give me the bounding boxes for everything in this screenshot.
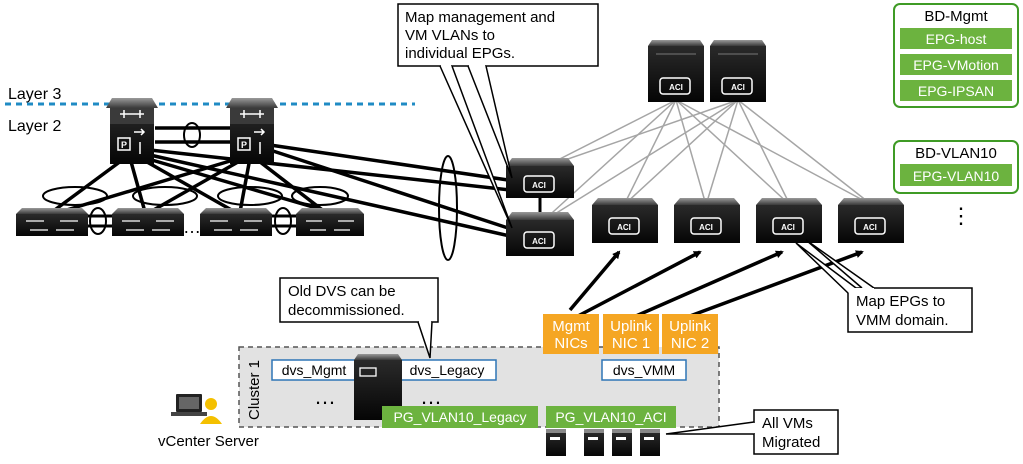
callout-map-vlans: Map management and VM VLANs to individua… xyxy=(397,3,599,229)
legacy-ellipsis: … xyxy=(183,217,201,237)
dvs-vmm-label: dvs_VMM xyxy=(613,362,675,378)
pg-vlan10-aci: PG_VLAN10_ACI xyxy=(546,406,676,428)
vcenter-label: vCenter Server xyxy=(158,433,259,450)
nic-uplink-1-line2: NIC 1 xyxy=(612,335,650,352)
cluster-dots-left: … xyxy=(314,384,336,409)
callout-map-epgs: Map EPGs to VMM domain. xyxy=(795,239,973,333)
callout-all-vms-line1: All VMs xyxy=(762,415,813,432)
vcenter-icon xyxy=(171,394,222,424)
nic-uplink-2-line2: NIC 2 xyxy=(671,335,709,352)
core-switch-1: P xyxy=(106,98,158,164)
access-switch-1 xyxy=(16,208,88,236)
callout-map-vlans-line2: VM VLANs to xyxy=(405,27,495,44)
svg-text:P: P xyxy=(121,140,127,150)
leaf-pair-links xyxy=(85,214,298,228)
spine-leaf-links xyxy=(541,99,873,223)
legacy-links xyxy=(50,126,511,238)
aci-border-leaf-1: ACI xyxy=(506,158,574,198)
nic-mgmt-line1: Mgmt xyxy=(552,318,590,335)
vm-server-1 xyxy=(546,429,566,456)
bd-mgmt-epg-ipsan: EPG-IPSAN xyxy=(918,83,994,99)
nic-uplink-1-line1: Uplink xyxy=(610,318,652,335)
callout-old-dvs: Old DVS can be decommissioned. xyxy=(279,277,439,359)
nic-uplink-1: Uplink NIC 1 xyxy=(603,314,659,354)
bd-mgmt-epg-vmotion: EPG-VMotion xyxy=(913,57,999,73)
access-switch-3 xyxy=(200,208,272,236)
nic-uplink-2-line1: Uplink xyxy=(669,318,711,335)
bd-mgmt-box: BD-Mgmt EPG-host EPG-VMotion EPG-IPSAN xyxy=(893,3,1019,108)
bd-vlan10-title: BD-VLAN10 xyxy=(915,145,997,162)
dvs-mgmt: dvs_Mgmt xyxy=(271,359,357,381)
vm-server-2 xyxy=(584,429,604,456)
aci-spine-1: ACI xyxy=(648,40,704,102)
bd-vlan10-epg-vlan10: EPG-VLAN10 xyxy=(913,168,1000,184)
dvs-legacy: dvs_Legacy xyxy=(397,359,497,381)
layer2-label: Layer 2 xyxy=(8,118,61,135)
aci-leaf-1-label: ACI xyxy=(617,223,631,232)
callout-map-vlans-line1: Map management and xyxy=(405,9,555,26)
dvs-vmm: dvs_VMM xyxy=(601,359,687,381)
aci-spine-2: ACI xyxy=(710,40,766,102)
access-switch-2 xyxy=(112,208,184,236)
cluster-label: Cluster 1 xyxy=(246,360,263,420)
dvs-mgmt-label: dvs_Mgmt xyxy=(282,362,347,378)
aci-spine-2-label: ACI xyxy=(731,83,745,92)
bd-mgmt-title: BD-Mgmt xyxy=(924,8,988,25)
access-switch-4 xyxy=(296,208,364,236)
aci-leaf-3-label: ACI xyxy=(781,223,795,232)
vm-server-4 xyxy=(640,429,660,456)
callout-all-vms: All VMs Migrated xyxy=(665,409,839,455)
layer3-label: Layer 3 xyxy=(8,86,61,103)
bd-vlan10-box: BD-VLAN10 EPG-VLAN10 xyxy=(893,140,1019,194)
callout-map-epgs-line2: VMM domain. xyxy=(856,312,949,329)
pg-vlan10-aci-label: PG_VLAN10_ACI xyxy=(555,409,666,425)
aci-leaf-2-label: ACI xyxy=(699,223,713,232)
aci-leaf-4: ACI xyxy=(838,198,904,243)
vm-server-3 xyxy=(612,429,632,456)
cluster-dots-right: … xyxy=(420,384,442,409)
nic-mgmt-line2: NICs xyxy=(554,335,587,352)
callout-old-dvs-line2: decommissioned. xyxy=(288,302,405,319)
aci-spine-1-label: ACI xyxy=(669,83,683,92)
aci-leaf-4-label: ACI xyxy=(863,223,877,232)
callout-map-vlans-line3: individual EPGs. xyxy=(405,45,515,62)
more-leaves-ellipsis: ⋮ xyxy=(950,203,972,228)
aci-leaf-1: ACI xyxy=(592,198,658,243)
aci-border-leaf-2: ACI xyxy=(506,212,574,256)
core-switch-2: P xyxy=(226,98,278,164)
aci-leaf-3: ACI xyxy=(756,198,822,243)
pg-vlan10-legacy: PG_VLAN10_Legacy xyxy=(382,406,538,428)
callout-map-epgs-line1: Map EPGs to xyxy=(856,293,945,310)
aci-border-leaf-1-label: ACI xyxy=(532,181,546,190)
svg-text:P: P xyxy=(241,140,247,150)
aci-border-leaf-2-label: ACI xyxy=(532,237,546,246)
port-channel-ovals xyxy=(42,122,458,261)
nic-mgmt: Mgmt NICs xyxy=(543,314,599,354)
dvs-legacy-label: dvs_Legacy xyxy=(410,362,485,378)
callout-all-vms-line2: Migrated xyxy=(762,434,820,451)
aci-leaf-2: ACI xyxy=(674,198,740,243)
pg-vlan10-legacy-label: PG_VLAN10_Legacy xyxy=(393,409,526,425)
nic-uplink-2: Uplink NIC 2 xyxy=(662,314,718,354)
bd-mgmt-epg-host: EPG-host xyxy=(926,31,987,47)
callout-old-dvs-line1: Old DVS can be xyxy=(288,283,396,300)
